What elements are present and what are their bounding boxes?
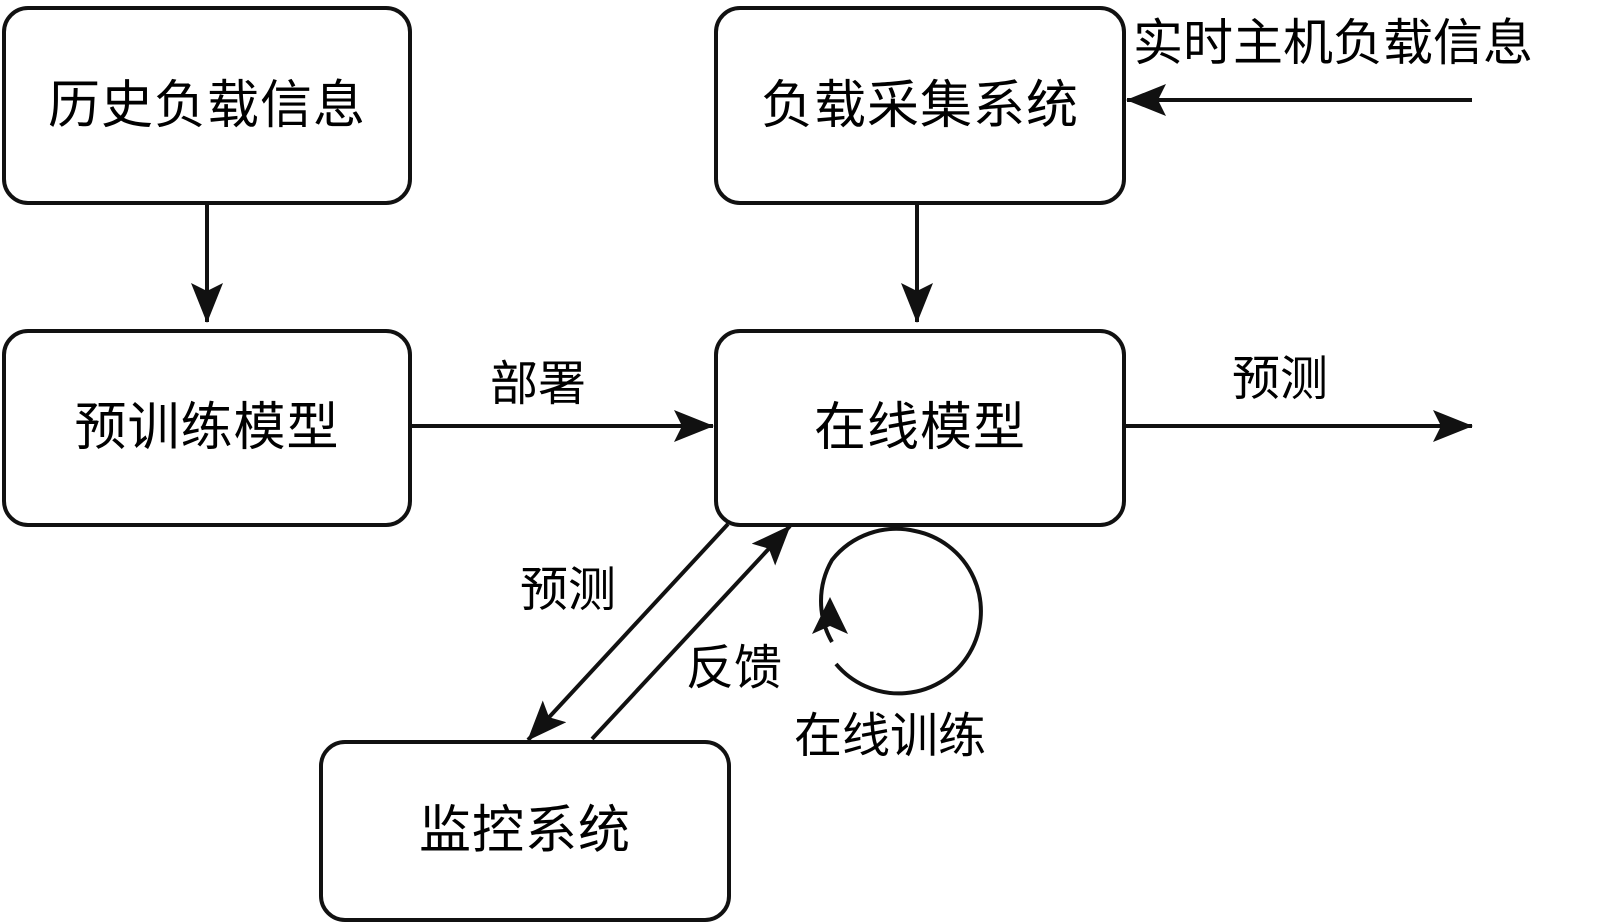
node-online-model-label: 在线模型 [813,398,1026,458]
node-history-load: 历史负载信息 [2,6,412,205]
node-load-collection: 负载采集系统 [714,6,1126,205]
label-online-training: 在线训练 [794,708,987,764]
label-predict-output: 预测 [1232,351,1329,407]
node-online-model: 在线模型 [714,329,1126,527]
label-predict-to-monitoring: 预测 [520,562,617,618]
label-realtime-input: 实时主机负载信息 [1133,14,1533,72]
online-training-loop [819,526,983,696]
online-training-loop-arrowhead [812,597,848,634]
arrow-monitoring-to-online [590,524,792,741]
node-pretrained-model-label: 预训练模型 [74,398,340,458]
label-feedback: 反馈 [686,640,783,696]
node-monitoring: 监控系统 [319,740,731,922]
arrow-online-to-monitoring [526,522,730,742]
node-history-load-label: 历史负载信息 [47,75,366,136]
label-deploy: 部署 [490,356,587,412]
node-monitoring-label: 监控系统 [418,801,631,861]
node-load-collection-label: 负载采集系统 [760,75,1079,136]
node-pretrained-model: 预训练模型 [2,329,412,527]
